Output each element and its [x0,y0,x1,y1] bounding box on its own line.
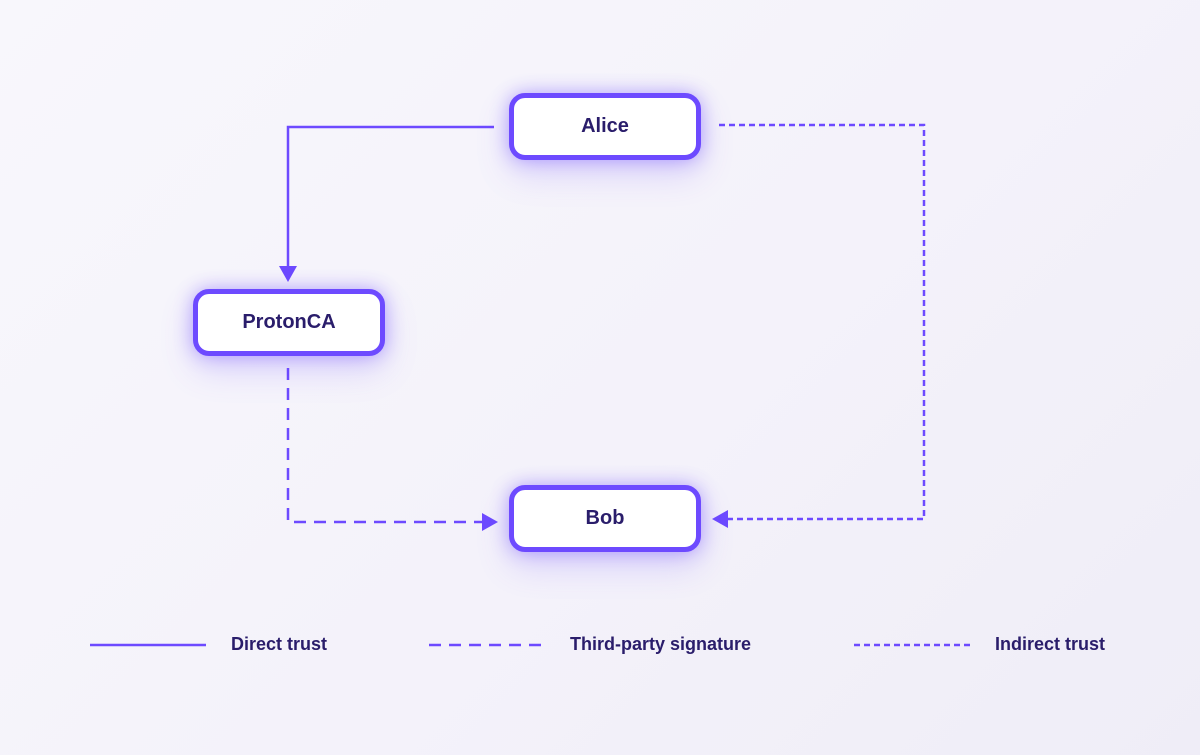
legend-direct-label: Direct trust [231,634,328,654]
edge-protonca-to-bob [286,368,484,524]
node-protonca-label: ProtonCA [242,311,336,333]
arrowhead-bob-right [712,510,728,528]
node-alice: Alice [509,93,701,160]
arrowhead-protonca [279,266,297,282]
node-alice-label: Alice [581,115,629,137]
edge-alice-to-bob [719,123,926,521]
edge-alice-to-protonca [286,125,494,268]
legend-indirect-label: Indirect trust [995,634,1106,654]
node-bob-label: Bob [585,507,625,529]
arrowhead-bob-left [482,513,498,531]
node-protonca: ProtonCA [193,289,385,356]
legend-third-party-label: Third-party signature [570,634,752,654]
node-bob: Bob [509,485,701,552]
